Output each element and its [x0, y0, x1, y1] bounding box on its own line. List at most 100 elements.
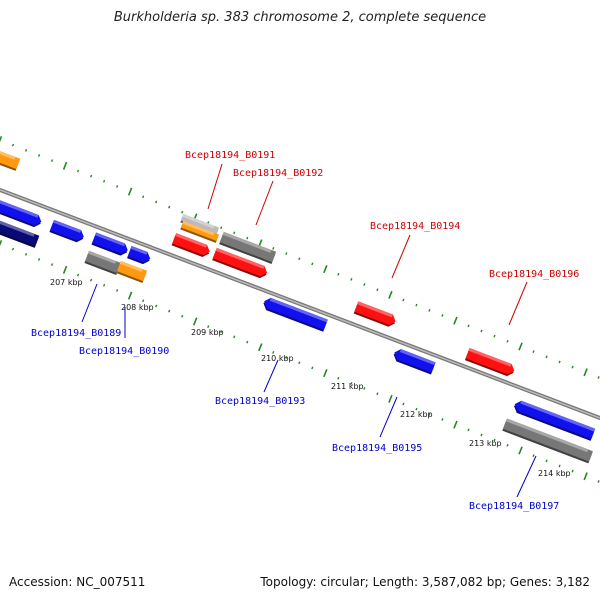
inner-ring-tick [62, 265, 68, 274]
outer-ring-tick [571, 365, 574, 369]
outer-ring-tick [246, 236, 249, 240]
inner-tick-ring [0, 239, 600, 483]
gene-b0191-orange[interactable] [180, 220, 220, 243]
outer-ring-tick [24, 148, 28, 152]
inner-ring-tick [323, 369, 328, 378]
gene-b0196-red[interactable] [464, 347, 516, 378]
inner-ring-tick [493, 438, 496, 442]
gene-b0191-red[interactable] [171, 233, 212, 259]
outer-ring-tick [376, 288, 379, 292]
inner-ring-tick [168, 309, 171, 313]
inner-ring-tick [402, 402, 405, 406]
forward-gene-labels: Bcep18194_B0191 Bcep18194_B0192 Bcep1819… [185, 150, 579, 280]
outer-ring-tick [558, 360, 561, 364]
outer-ring-tick [0, 135, 3, 143]
outer-ring-tick [323, 265, 328, 274]
tick-labels: 207 kbp 208 kbp 209 kbp 210 kbp 211 kbp … [50, 278, 571, 478]
gene-partial-blue[interactable] [0, 198, 43, 229]
outer-ring-tick [233, 231, 236, 235]
outer-ring-tick [298, 257, 301, 261]
gene-label-b0193[interactable]: Bcep18194_B0193 [215, 396, 305, 407]
reverse-gene-labels: Bcep18194_B0189 Bcep18194_B0190 Bcep1819… [31, 328, 559, 512]
inner-ring-tick [11, 247, 15, 251]
gene-b0195-blue[interactable] [392, 347, 436, 375]
inner-ring-tick [518, 446, 523, 455]
inner-ring-tick [388, 394, 393, 403]
inner-ring-tick [272, 351, 275, 354]
gene-label-b0197[interactable]: Bcep18194_B0197 [469, 501, 559, 512]
inner-ring-tick [0, 239, 3, 247]
outer-ring-tick [142, 195, 145, 199]
accession-text: Accession: NC_007511 [9, 575, 146, 589]
tick-label-213: 213 kbp [469, 439, 502, 448]
gene-label-b0196[interactable]: Bcep18194_B0196 [489, 269, 579, 280]
outer-ring-tick [285, 252, 288, 255]
gene-b0192-red[interactable] [212, 247, 269, 280]
topology-summary: Topology: circular; Length: 3,587,082 bp… [260, 575, 590, 589]
inner-ring-tick [181, 314, 184, 318]
gene-partial-orange[interactable] [0, 150, 21, 171]
inner-ring-tick [103, 283, 106, 287]
gene-label-b0194[interactable]: Bcep18194_B0194 [370, 221, 460, 232]
inner-ring-tick [337, 376, 340, 380]
gene-label-b0192[interactable]: Bcep18194_B0192 [233, 168, 323, 179]
gene-b0194-red[interactable] [353, 301, 398, 328]
gene-b0189-blue[interactable] [91, 232, 130, 257]
inner-ring-tick [415, 407, 418, 411]
inner-ring-tick [192, 317, 198, 326]
outer-ring-tick [116, 185, 119, 188]
gene-b0190-orange[interactable] [116, 260, 148, 283]
inner-ring-tick [583, 472, 588, 481]
gene-partial-navy[interactable] [0, 217, 40, 248]
inner-ring-tick [376, 392, 379, 396]
tick-label-214: 214 kbp [538, 469, 571, 478]
gene-label-b0190[interactable]: Bcep18194_B0190 [79, 346, 169, 357]
outer-ring-tick [181, 210, 184, 214]
inner-ring-tick [142, 299, 145, 303]
outer-ring-tick [467, 324, 470, 328]
inner-ring-tick [116, 289, 119, 292]
gene-label-b0195[interactable]: Bcep18194_B0195 [332, 443, 422, 454]
outer-ring-tick [583, 368, 588, 377]
outer-ring-tick [37, 154, 41, 157]
label-leader-lines [81, 163, 537, 498]
gene-b0192-gray[interactable] [219, 231, 277, 264]
map-title: Burkholderia sp. 383 chromosome 2, compl… [113, 10, 487, 25]
gene-b0193-blue[interactable] [261, 296, 328, 332]
tick-label-212: 212 kbp [400, 410, 433, 419]
inner-ring-tick [532, 454, 535, 458]
gene-b0188-blue[interactable] [49, 219, 85, 244]
inner-ring-tick [311, 366, 314, 370]
inner-ring-tick [127, 291, 133, 300]
outer-ring-tick [363, 283, 366, 286]
outer-ring-tick [493, 334, 496, 338]
outer-ring-tick [272, 247, 275, 250]
outer-ring-tick [311, 262, 314, 266]
tick-label-208: 208 kbp [121, 303, 154, 312]
outer-ring-tick [506, 339, 509, 343]
inner-ring-tick [480, 433, 483, 437]
gene-gray-b[interactable] [502, 418, 593, 464]
gene-label-b0191[interactable]: Bcep18194_B0191 [185, 150, 275, 161]
inner-ring-tick [441, 418, 444, 421]
inner-ring-tick [220, 330, 223, 334]
inner-ring-tick [298, 361, 301, 365]
inner-ring-tick [76, 273, 80, 277]
inner-ring-tick [258, 343, 263, 352]
outer-ring-tick [155, 200, 158, 204]
inner-ring-tick [363, 387, 366, 390]
inner-ring-tick [155, 304, 158, 308]
gene-b0189b-blue[interactable] [127, 245, 152, 266]
tick-label-209: 209 kbp [191, 328, 224, 337]
inner-ring-tick [50, 263, 54, 267]
gene-label-b0189[interactable]: Bcep18194_B0189 [31, 328, 121, 339]
inner-ring-tick [90, 278, 93, 282]
outer-ring-tick [441, 314, 444, 317]
gene-gray-a[interactable] [84, 250, 121, 276]
chromosome-backbone [0, 188, 600, 420]
inner-ring-tick [24, 252, 28, 256]
gene-b0197-blue[interactable] [512, 399, 596, 441]
inner-ring-tick [350, 382, 353, 385]
outer-ring-tick [402, 298, 405, 302]
